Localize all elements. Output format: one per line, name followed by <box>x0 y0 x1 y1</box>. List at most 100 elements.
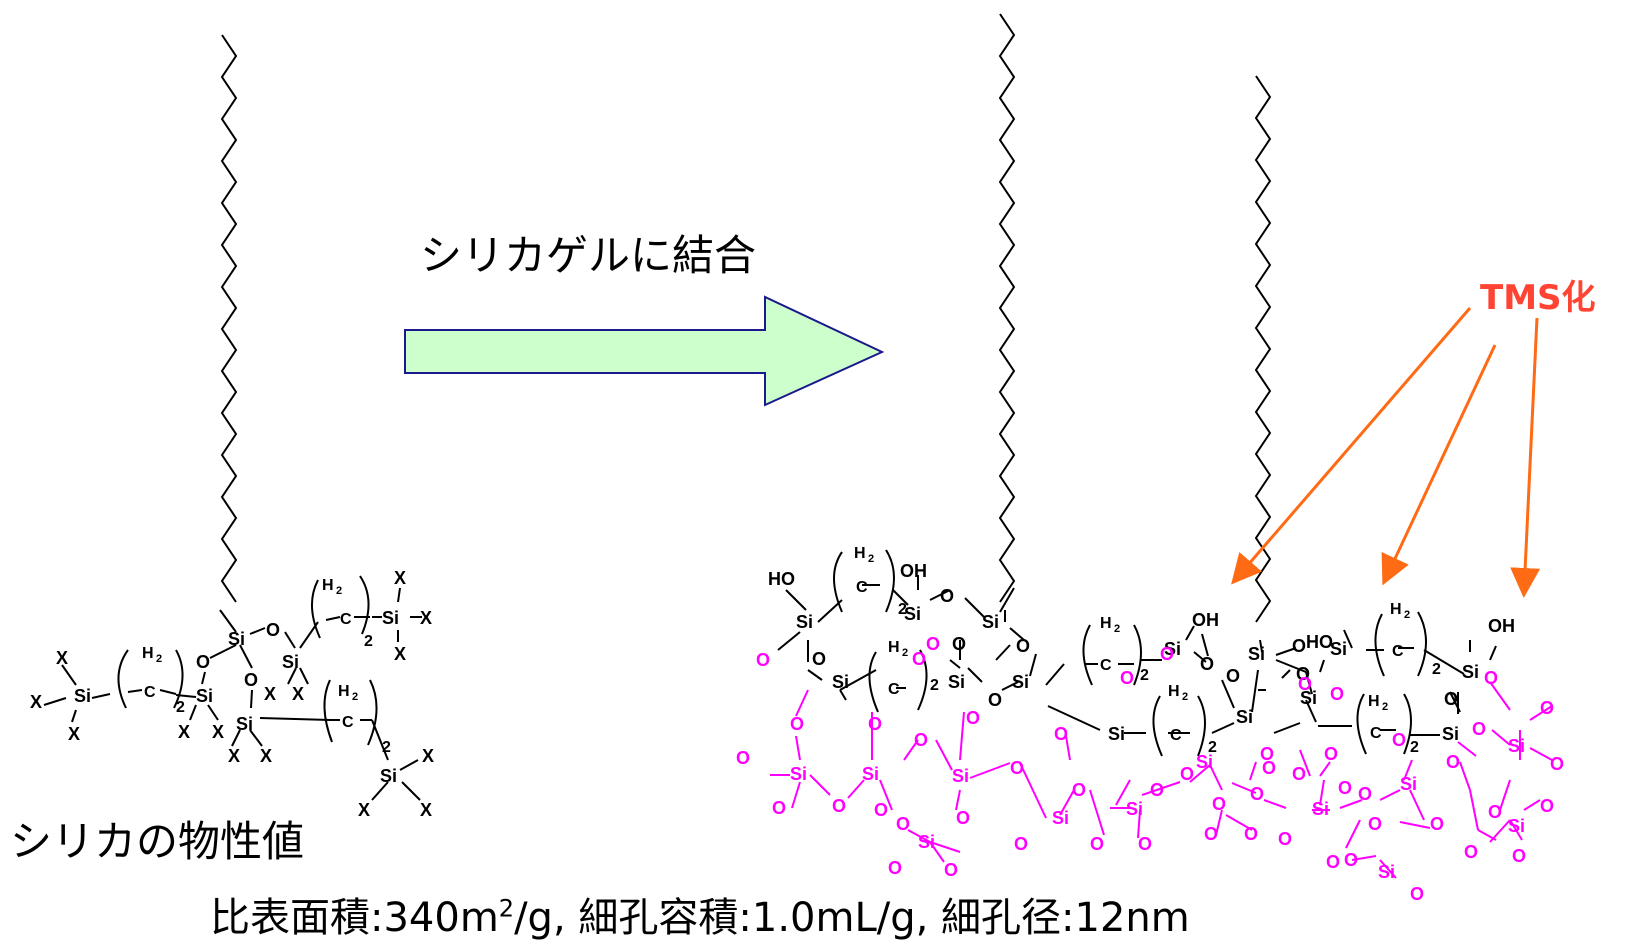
svg-text:O: O <box>832 796 846 816</box>
svg-text:Si: Si <box>1508 816 1525 836</box>
bonded-phase-bonds <box>777 549 1497 757</box>
svg-text:Si: Si <box>1442 724 1459 744</box>
svg-text:2: 2 <box>868 553 874 565</box>
svg-text:HO: HO <box>1306 632 1333 652</box>
svg-text:O: O <box>1488 802 1502 822</box>
svg-text:O: O <box>926 634 940 654</box>
svg-text:2: 2 <box>176 699 185 716</box>
svg-text:O: O <box>1540 796 1554 816</box>
svg-text:O: O <box>1120 668 1134 688</box>
svg-text:O: O <box>266 620 280 640</box>
properties-line: 比表面積:340m2/g, 細孔容積:1.0mL/g, 細孔径:12nm <box>210 885 1190 943</box>
svg-text:O: O <box>1358 784 1372 804</box>
svg-text:X: X <box>358 800 370 820</box>
svg-text:H: H <box>1100 615 1112 632</box>
svg-text:Si: Si <box>1012 672 1029 692</box>
svg-text:C: C <box>1370 725 1382 742</box>
svg-text:Si: Si <box>1462 662 1479 682</box>
svg-text:O: O <box>1464 842 1478 862</box>
separator: : <box>1061 895 1075 941</box>
svg-text:OH: OH <box>1488 616 1515 636</box>
svg-text:C: C <box>340 611 352 628</box>
svg-text:C: C <box>856 579 868 596</box>
svg-text:Si: Si <box>1164 639 1181 659</box>
svg-text:O: O <box>1138 834 1152 854</box>
svg-text:O: O <box>966 708 980 728</box>
svg-text:O: O <box>1244 824 1258 844</box>
svg-text:O: O <box>896 814 910 834</box>
svg-text:O: O <box>1260 744 1274 764</box>
svg-text:O: O <box>1326 852 1340 872</box>
svg-text:2: 2 <box>1208 739 1217 756</box>
tms-arrow-1 <box>1231 307 1472 585</box>
svg-text:Si: Si <box>236 714 253 734</box>
svg-text:O: O <box>1262 758 1276 778</box>
svg-text:O: O <box>874 800 888 820</box>
properties-heading: シリカの物性値 <box>10 817 305 866</box>
svg-text:X: X <box>420 800 432 820</box>
pore-volume-value: 1.0mL/g, <box>751 895 929 941</box>
svg-text:Si: Si <box>1248 644 1265 664</box>
svg-text:X: X <box>260 746 272 766</box>
surface-area-value: 340m <box>383 895 499 941</box>
svg-text:O: O <box>1250 784 1264 804</box>
alkyl-chains <box>220 13 1272 623</box>
svg-text:O: O <box>1278 829 1292 849</box>
reaction-label: シリカゲルに結合 <box>420 231 757 280</box>
reaction-arrow <box>404 295 885 407</box>
svg-text:Si: Si <box>796 612 813 632</box>
svg-text:2: 2 <box>352 691 358 703</box>
svg-text:C: C <box>1100 657 1112 674</box>
svg-text:O: O <box>956 808 970 828</box>
svg-text:O: O <box>988 690 1002 710</box>
svg-text:H: H <box>1390 601 1402 618</box>
svg-text:O: O <box>1200 654 1214 674</box>
svg-text:O: O <box>940 586 954 606</box>
svg-text:HO: HO <box>768 569 795 589</box>
svg-text:O: O <box>1484 668 1498 688</box>
svg-text:2: 2 <box>1140 667 1149 684</box>
svg-text:O: O <box>1444 689 1458 709</box>
svg-text:O: O <box>1204 824 1218 844</box>
svg-text:O: O <box>868 714 882 734</box>
svg-text:O: O <box>196 652 210 672</box>
svg-text:O: O <box>952 634 966 654</box>
svg-text:Si: Si <box>1236 707 1253 727</box>
svg-text:C: C <box>1392 643 1404 660</box>
svg-text:O: O <box>1344 850 1358 870</box>
svg-text:Si: Si <box>380 766 397 786</box>
svg-text:O: O <box>1296 664 1310 684</box>
svg-text:X: X <box>422 746 434 766</box>
surface-area-unit: /g, <box>514 895 566 941</box>
svg-text:2: 2 <box>898 601 907 618</box>
svg-text:C: C <box>888 681 900 698</box>
svg-text:C: C <box>342 714 354 731</box>
svg-text:H: H <box>1368 693 1380 710</box>
svg-text:O: O <box>244 670 258 690</box>
svg-text:Si: Si <box>832 672 849 692</box>
svg-text:2: 2 <box>1410 739 1419 756</box>
svg-text:X: X <box>394 644 406 664</box>
svg-text:X: X <box>228 746 240 766</box>
svg-text:Si: Si <box>282 652 299 672</box>
svg-text:Si: Si <box>196 686 213 706</box>
svg-text:Si: Si <box>1400 774 1417 794</box>
svg-text:O: O <box>912 649 926 669</box>
svg-text:C: C <box>1170 727 1182 744</box>
svg-text:Si: Si <box>948 672 965 692</box>
svg-text:O: O <box>1090 834 1104 854</box>
svg-text:Si: Si <box>1300 688 1317 708</box>
right-c18-chain <box>1254 75 1272 623</box>
pore-volume-label: 細孔容積 <box>578 895 739 941</box>
svg-text:O: O <box>1430 814 1444 834</box>
svg-text:O: O <box>1292 636 1306 656</box>
svg-text:O: O <box>772 798 786 818</box>
svg-text:Si: Si <box>1508 736 1525 756</box>
svg-text:O: O <box>812 649 826 669</box>
silane-reagent-atoms: Si O Si O O Si Si X X X H 2 C 2 X X Si X… <box>30 568 434 820</box>
surface-area-exponent: 2 <box>498 894 515 923</box>
svg-text:Si: Si <box>790 764 807 784</box>
svg-text:O: O <box>1150 780 1164 800</box>
